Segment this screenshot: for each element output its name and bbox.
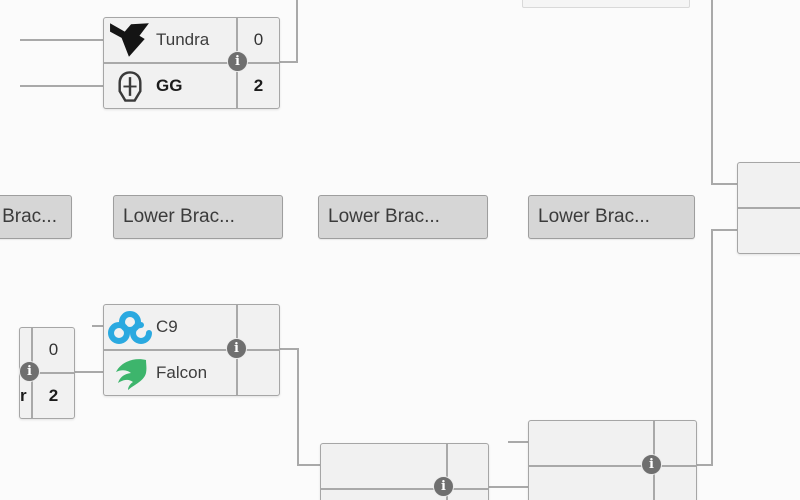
team-name[interactable]: Falcon [156,363,208,382]
team-row: Falcon [104,349,279,395]
round-header-4: Lower Brac... [528,195,695,239]
team-row: r 2 [20,372,74,418]
match-tundra-gg: Tundra 0 GG 2 [103,17,280,109]
team-score: 2 [31,374,74,418]
team-row: Tundra 0 [104,18,279,62]
team-score: 2 [236,64,279,108]
round-header-2: Lower Brac... [113,195,283,239]
offscreen-match-edge [522,0,690,8]
connector-lines [20,0,737,488]
team-row [321,488,488,500]
team-row: GG 2 [104,62,279,108]
team-score: 0 [31,328,74,372]
team-score [236,351,279,395]
match-lower-next [320,443,489,500]
info-icon[interactable]: i [19,361,40,382]
match-lower-last [528,420,697,500]
info-icon[interactable]: i [433,476,454,497]
gg-icon[interactable] [104,70,156,103]
tundra-icon[interactable] [104,22,156,58]
team-score [653,467,696,500]
info-icon[interactable]: i [641,454,662,475]
team-row: C9 [104,305,279,349]
team-row [738,207,800,253]
team-score [236,305,279,349]
team-row [529,465,696,500]
team-name: r [20,386,27,405]
info-icon[interactable]: i [227,51,248,72]
match-c9-falcons: C9 Falcon [103,304,280,396]
match-final [737,162,800,254]
falcons-icon[interactable] [104,357,156,390]
team-row [321,444,488,488]
match-feeder: 0 r 2 [19,327,75,419]
team-score: 0 [236,18,279,62]
team-name[interactable]: GG [156,76,183,95]
round-header-3: Lower Brac... [318,195,488,239]
c9-icon[interactable] [104,309,156,345]
team-name[interactable]: C9 [156,317,178,336]
team-name[interactable]: Tundra [156,30,210,49]
team-row [738,163,800,207]
team-row [529,421,696,465]
team-score [446,444,488,488]
team-score [653,421,696,465]
info-icon[interactable]: i [226,338,247,359]
team-row: 0 [20,328,74,372]
round-header-1: Lower Brac... [0,195,72,239]
